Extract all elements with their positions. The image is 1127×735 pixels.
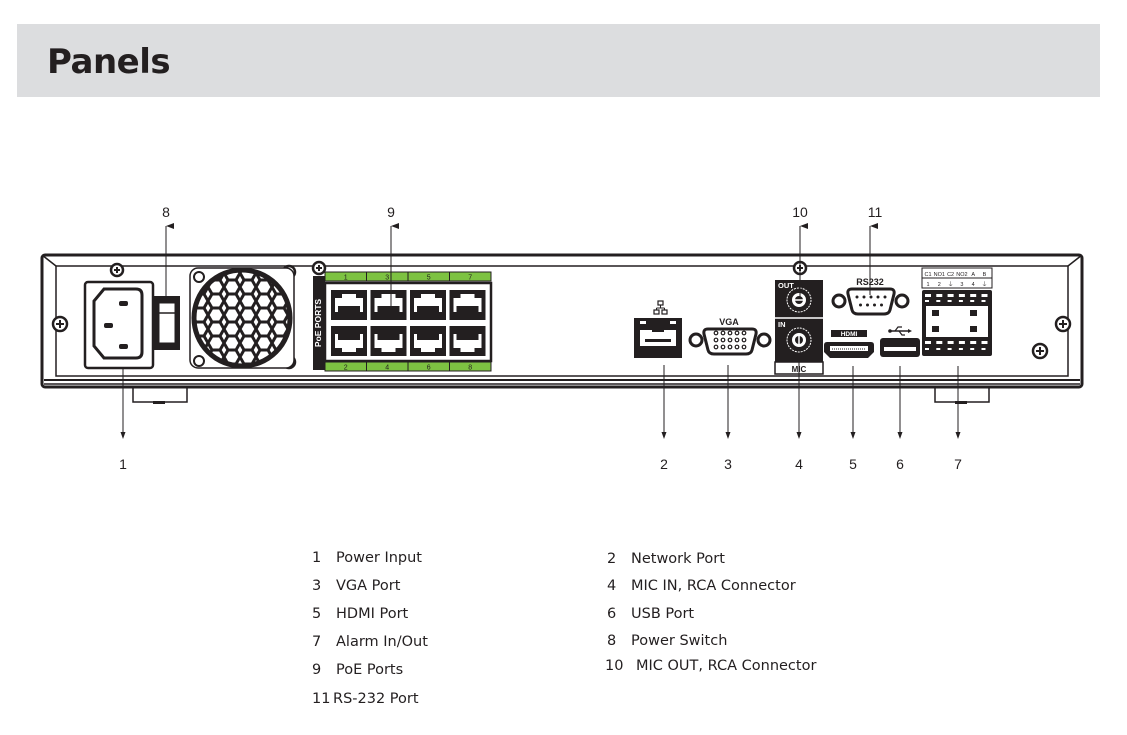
poe-port-number: 1 (344, 275, 348, 282)
poe-port-number: 5 (427, 275, 431, 282)
alarm-terminal-label: 2 (938, 282, 941, 288)
callout-number-10: 10 (792, 204, 808, 220)
alarm-terminal-label: NO1 (934, 272, 945, 278)
power-input-socket (83, 280, 155, 370)
vga-port: VGA (688, 317, 772, 356)
power-switch (154, 296, 180, 350)
callout-number-2: 2 (660, 456, 668, 472)
alarm-terminal-label: C1 (924, 272, 931, 278)
arrow-icon (120, 432, 126, 439)
screw-icon (51, 315, 69, 333)
screw-icon (1054, 315, 1072, 333)
callout-number-8: 8 (162, 204, 170, 220)
poe-port-number: 7 (468, 275, 472, 282)
mic-out-label: OUT (778, 281, 794, 290)
rj45-jack (449, 326, 486, 356)
usb-port (880, 326, 920, 357)
poe-port-number: 4 (385, 365, 389, 372)
rj45-jack (331, 290, 367, 320)
callout-number-3: 3 (724, 456, 732, 472)
callout-number-4: 4 (795, 456, 803, 472)
callout-number-6: 6 (896, 456, 904, 472)
network-port (634, 300, 682, 358)
alarm-terminal-label: ⏚ (982, 281, 988, 288)
rj45-jack (410, 290, 446, 320)
hdmi-logo: HDMI (831, 330, 867, 338)
arrow-icon (661, 432, 667, 439)
callout-number-9: 9 (387, 204, 395, 220)
callout-number-7: 7 (954, 456, 962, 472)
arrow-icon (897, 432, 903, 439)
poe-ports-label: PoE PORTS (313, 299, 323, 348)
arrow-icon (796, 432, 802, 439)
callout-number-5: 5 (849, 456, 857, 472)
arrow-icon (725, 432, 731, 439)
rj45-jack (410, 326, 446, 356)
alarm-terminal-label: 3 (960, 282, 963, 288)
section-header: Panels (17, 24, 1100, 97)
poe-port-number: 6 (427, 365, 431, 372)
poe-port-number: 8 (468, 365, 472, 372)
screw-icon (1031, 342, 1049, 360)
poe-ports: PoE PORTS 1 3 5 7 2 4 6 8 (313, 271, 493, 372)
alarm-terminal-label: NO2 (956, 272, 967, 278)
arrow-icon (850, 432, 856, 439)
alarm-terminal-label: 4 (972, 282, 975, 288)
mic-connectors: OUT IN MIC (774, 280, 824, 375)
fan-grille (189, 267, 295, 369)
alarm-terminal-label: 1 (926, 282, 929, 288)
alarm-terminal-label: B (983, 272, 987, 278)
vga-label: VGA (719, 317, 739, 327)
mic-in-rca (786, 327, 812, 353)
arrow-icon (955, 432, 961, 439)
alarm-terminal-label: C2 (947, 272, 954, 278)
screw-icon (311, 260, 327, 276)
page-title: Panels (47, 42, 171, 82)
callout-number-1: 1 (119, 456, 127, 472)
rj45-jack (449, 290, 486, 320)
rj45-jack (331, 326, 367, 356)
callout-leaders (120, 223, 961, 439)
screw-icon (109, 262, 125, 278)
poe-port-number: 3 (385, 275, 389, 282)
mic-out-rca (786, 287, 812, 313)
alarm-terminal-label: ⏚ (948, 281, 954, 288)
mic-in-label: IN (778, 320, 786, 329)
rj45-jack (370, 326, 407, 356)
alarm-terminal-label: A (971, 272, 975, 278)
callout-number-11: 11 (868, 204, 883, 220)
rj45-jack (370, 290, 407, 320)
network-icon (653, 300, 668, 315)
usb-icon (888, 326, 912, 336)
svg-text:HDMI: HDMI (841, 331, 858, 338)
poe-port-number: 2 (344, 365, 348, 372)
hdmi-port: HDMI (824, 330, 874, 358)
